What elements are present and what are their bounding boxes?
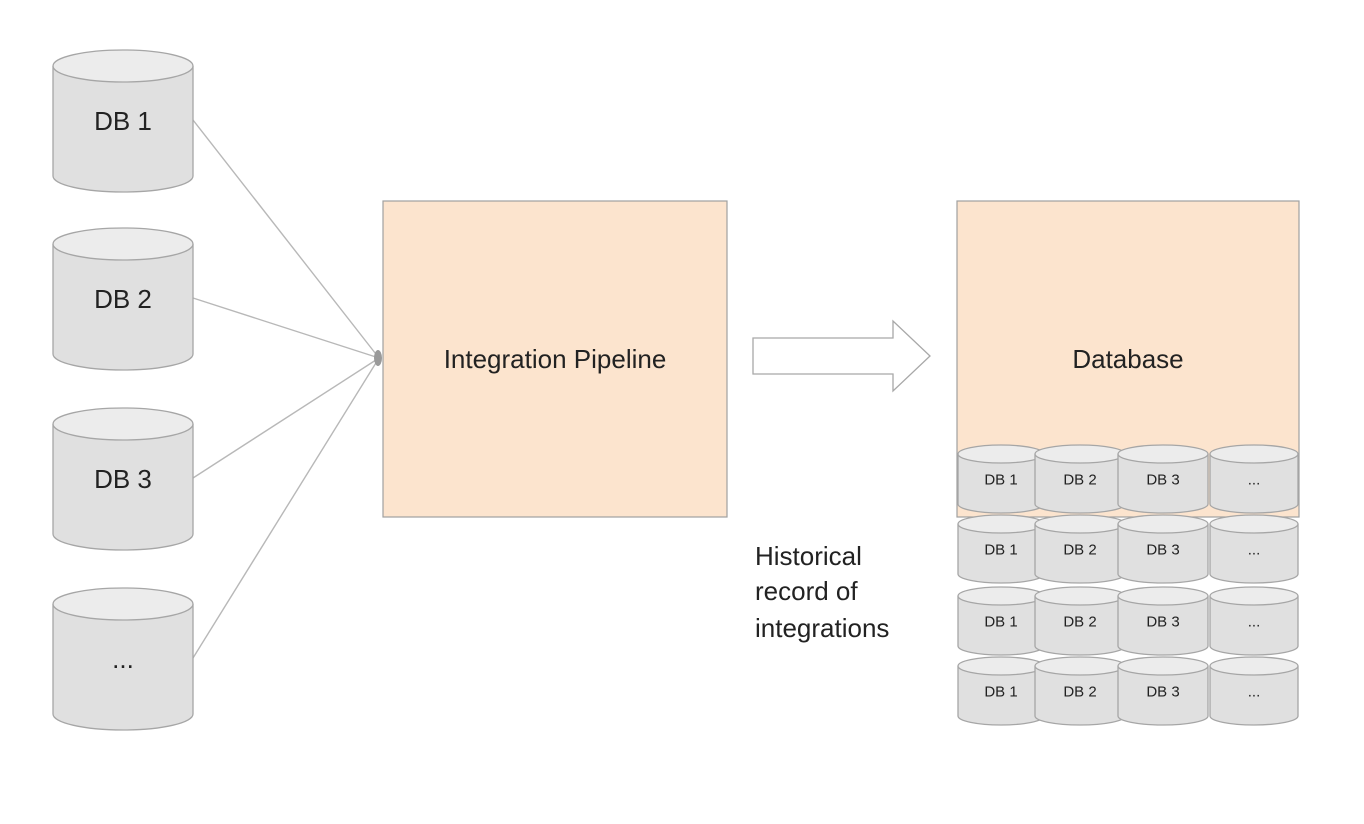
history-r4-db-1: DB 1 [957, 656, 1045, 726]
historical-note: Historical record of integrations [755, 541, 889, 643]
cylinder-body [1117, 524, 1209, 584]
cylinder-top [1117, 444, 1209, 464]
cylinder-label: DB 3 [1146, 471, 1179, 488]
cylinder-top [1034, 514, 1126, 534]
cylinder-label: DB 3 [1146, 613, 1179, 630]
history-r4-db-2: DB 2 [1034, 656, 1126, 726]
historical-note-line-1: Historical [755, 541, 862, 571]
cylinder-top [1209, 514, 1299, 534]
cylinder-label: DB 2 [94, 284, 152, 314]
cylinder-label: DB 3 [1146, 683, 1179, 700]
cylinder-body [1209, 524, 1299, 584]
integration-pipeline: Integration Pipeline [382, 200, 728, 518]
cylinder-label: DB 2 [1063, 541, 1096, 558]
cylinder-label: ... [1248, 471, 1261, 488]
cylinder-body [52, 66, 194, 193]
cylinder-label: DB 3 [94, 464, 152, 494]
cylinder-top [957, 586, 1045, 606]
cylinder-body [1117, 454, 1209, 514]
cylinder-top [1117, 656, 1209, 676]
history-grid: DB 1 DB 2 DB 3... DB 1 DB 2 DB 3... DB 1 DB 2 DB… [957, 444, 1299, 726]
cylinder-label: DB 1 [984, 541, 1017, 558]
cylinder-top [957, 514, 1045, 534]
history-r2-db-1: DB 1 [957, 514, 1045, 584]
cylinder-top [1034, 444, 1126, 464]
cylinder-label: ... [112, 644, 134, 674]
cylinder-label: DB 2 [1063, 613, 1096, 630]
history-r3-db-3: DB 3 [1117, 586, 1209, 656]
cylinder-top [1209, 586, 1299, 606]
history-r3-db-1: DB 1 [957, 586, 1045, 656]
pipeline-box [382, 200, 728, 518]
cylinder-top [957, 656, 1045, 676]
cylinder-top [52, 49, 194, 83]
source-databases: DB 1 DB 2 DB 3... [52, 49, 194, 731]
cylinder-top [1034, 656, 1126, 676]
cylinder-label: ... [1248, 613, 1261, 630]
cylinder-label: DB 1 [984, 613, 1017, 630]
cylinder-body [52, 424, 194, 551]
cylinder-body [1117, 666, 1209, 726]
cylinder-top [1209, 656, 1299, 676]
cylinder-top [52, 587, 194, 621]
cylinder-label: DB 1 [984, 683, 1017, 700]
cylinder-body [52, 244, 194, 371]
history-r1-db-2: DB 2 [1034, 444, 1126, 514]
cylinder-body [1209, 454, 1299, 514]
pipeline-label: Integration Pipeline [444, 344, 667, 374]
cylinder-body [1117, 596, 1209, 656]
source-connectors [192, 119, 382, 659]
connector-junction [374, 350, 382, 366]
history-r2-db-3: DB 3 [1117, 514, 1209, 584]
history-r3-db-2: DB 2 [1034, 586, 1126, 656]
history-r1-db-1: DB 1 [957, 444, 1045, 514]
cylinder-top [1117, 586, 1209, 606]
cylinder-body [1209, 666, 1299, 726]
cylinder-top [52, 227, 194, 261]
cylinder-label: ... [1248, 541, 1261, 558]
cylinder-label: DB 2 [1063, 683, 1096, 700]
cylinder-top [52, 407, 194, 441]
history-r1-more: ... [1209, 444, 1299, 514]
cylinder-label: DB 3 [1146, 541, 1179, 558]
source-db-db-1: DB 1 [52, 49, 194, 193]
cylinder-label: DB 2 [1063, 471, 1096, 488]
connector-db-more [192, 357, 380, 659]
cylinder-top [1034, 586, 1126, 606]
source-db-more: ... [52, 587, 194, 731]
history-r3-more: ... [1209, 586, 1299, 656]
historical-note-line-2: record of [755, 576, 858, 606]
connector-db-2 [192, 297, 380, 359]
history-r4-db-3: DB 3 [1117, 656, 1209, 726]
historical-note-line-3: integrations [755, 613, 889, 643]
cylinder-label: ... [1248, 683, 1261, 700]
flow-arrow-icon [752, 319, 931, 393]
database-label: Database [1072, 344, 1183, 374]
source-db-db-2: DB 2 [52, 227, 194, 371]
cylinder-label: DB 1 [94, 106, 152, 136]
cylinder-top [957, 444, 1045, 464]
connector-db-3 [192, 357, 380, 479]
source-db-db-3: DB 3 [52, 407, 194, 551]
connector-db-1 [192, 119, 380, 359]
cylinder-top [1117, 514, 1209, 534]
cylinder-label: DB 1 [984, 471, 1017, 488]
history-r4-more: ... [1209, 656, 1299, 726]
history-r1-db-3: DB 3 [1117, 444, 1209, 514]
cylinder-top [1209, 444, 1299, 464]
cylinder-body [52, 604, 194, 731]
cylinder-body [1209, 596, 1299, 656]
history-r2-db-2: DB 2 [1034, 514, 1126, 584]
history-r2-more: ... [1209, 514, 1299, 584]
